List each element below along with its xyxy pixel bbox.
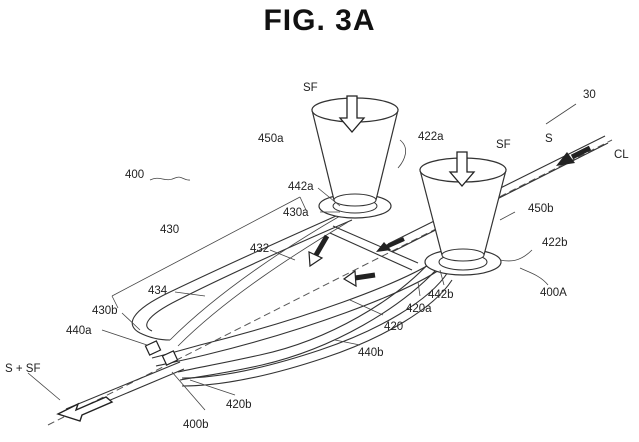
label-cl: CL — [614, 149, 629, 161]
leader-lines — [27, 103, 577, 411]
arrow-icon — [376, 237, 405, 252]
label-442b: 442b — [428, 289, 454, 301]
label-434: 434 — [148, 285, 168, 297]
tube-432 — [329, 225, 419, 271]
branch-420 — [151, 257, 446, 381]
funnel-right — [419, 157, 507, 276]
arrow-icon — [342, 269, 376, 288]
label-sf-left: SF — [303, 82, 318, 94]
label-450a: 450a — [258, 133, 284, 145]
label-450b: 450b — [528, 203, 554, 215]
label-30: 30 — [583, 89, 596, 101]
label-400: 400 — [125, 169, 144, 181]
tube-440b — [181, 271, 453, 387]
label-420b: 420b — [226, 399, 252, 411]
arrow-icon — [448, 151, 476, 187]
funnel-left — [311, 97, 399, 219]
label-420a: 420a — [406, 303, 432, 315]
label-432: 432 — [250, 243, 269, 255]
label-440a: 440a — [66, 325, 92, 337]
tube-430 — [131, 211, 353, 347]
arrow-icon — [338, 95, 366, 133]
label-442a: 442a — [288, 181, 314, 193]
arrow-icon — [308, 234, 330, 268]
label-sf-right: SF — [496, 139, 511, 151]
label-430b: 430b — [92, 305, 118, 317]
label-440b: 440b — [358, 347, 384, 359]
arrow-icon — [56, 396, 114, 422]
junction-440a — [144, 340, 162, 356]
label-400b: 400b — [183, 419, 209, 431]
label-430: 430 — [160, 224, 179, 236]
junction-420b — [161, 350, 179, 366]
label-s-in: S — [545, 133, 553, 145]
bracket-430 — [111, 196, 307, 309]
figure-title: FIG. 3A — [263, 4, 376, 37]
label-422a: 422a — [418, 131, 444, 143]
label-s-sf: S + SF — [5, 363, 40, 375]
label-400A: 400A — [540, 287, 567, 299]
label-422b: 422b — [542, 237, 568, 249]
label-430a: 430a — [283, 207, 309, 219]
label-420: 420 — [384, 321, 403, 333]
arrow-icon — [556, 145, 592, 166]
